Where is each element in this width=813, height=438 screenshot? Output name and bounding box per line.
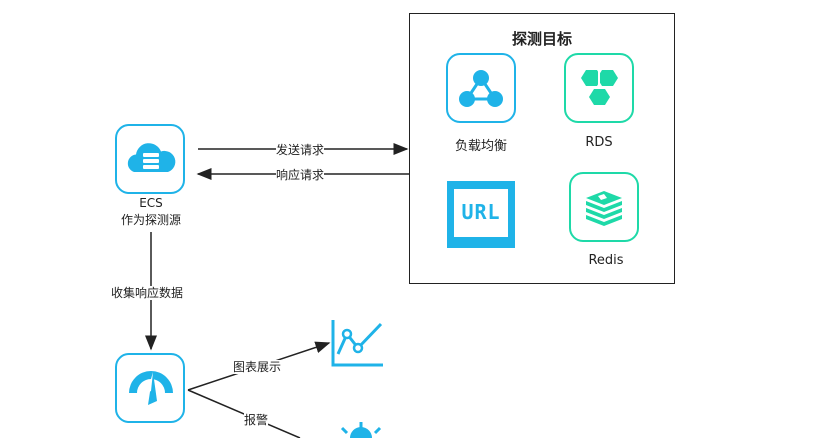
load-balancer-icon [459, 70, 503, 107]
gauge-icon [129, 371, 173, 405]
alarm-icon [340, 422, 382, 438]
url-node[interactable]: URL [447, 181, 515, 248]
load-balancer-label: 负载均衡 [454, 139, 507, 154]
monitor-node[interactable] [115, 353, 185, 423]
response-request-label: 响应请求 [276, 168, 325, 182]
cloud-server-icon [127, 143, 176, 172]
url-icon: URL [454, 189, 508, 237]
send-request-label: 发送请求 [276, 143, 325, 157]
load-balancer-node[interactable] [446, 53, 516, 123]
ecs-name-label: ECS [139, 196, 163, 210]
rds-icon [581, 70, 618, 105]
ecs-node[interactable] [115, 124, 185, 194]
probe-target-title: 探测目标 [511, 30, 572, 48]
redis-icon [586, 191, 622, 226]
alarm-label: 报警 [244, 413, 269, 427]
probe-target-group: 探测目标 [409, 13, 675, 284]
collect-data-label: 收集响应数据 [111, 286, 184, 300]
line-chart-icon [331, 320, 383, 367]
chart-display-label: 图表展示 [233, 360, 282, 374]
redis-node[interactable] [569, 172, 639, 242]
rds-label: RDS [585, 135, 613, 150]
url-icon-text: URL [461, 200, 501, 224]
redis-label: Redis [588, 253, 624, 268]
rds-node[interactable] [564, 53, 634, 123]
ecs-role-label: 作为探测源 [120, 213, 181, 227]
